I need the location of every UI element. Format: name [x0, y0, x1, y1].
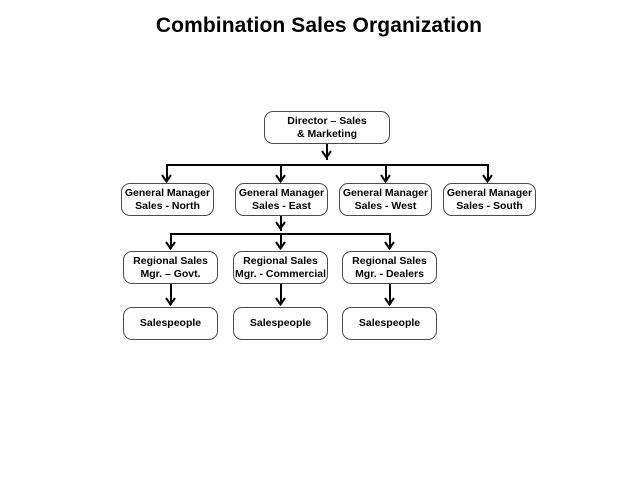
connector-director-stem: [326, 144, 328, 160]
connector-bus-gm: [166, 164, 489, 166]
arrowhead-rsm-dealers: [384, 241, 395, 250]
node-gm-north[interactable]: General Manager Sales - North: [121, 183, 214, 216]
connector-govt-to-salespeople: [170, 284, 172, 303]
node-gm-north-line1: General Manager: [124, 186, 211, 199]
connector-dealers-to-salespeople: [389, 284, 391, 303]
node-gm-south-line2: Sales - South: [456, 199, 523, 212]
node-rsm-commercial-line1: Regional Sales: [243, 254, 318, 267]
node-gm-east-line1: General Manager: [238, 186, 325, 199]
connector-gm-east-stem: [280, 216, 282, 231]
node-salespeople-govt[interactable]: Salespeople: [123, 307, 218, 340]
arrowhead-gm-south: [482, 174, 493, 183]
arrowhead-director-to-bus: [321, 150, 332, 159]
node-gm-west-line2: Sales - West: [354, 199, 417, 212]
node-salespeople-dealers[interactable]: Salespeople: [342, 307, 437, 340]
node-salespeople-commercial-line1: Salespeople: [249, 317, 312, 329]
node-director-line2: & Marketing: [296, 127, 358, 140]
node-salespeople-dealers-line1: Salespeople: [358, 317, 421, 329]
node-director-line1: Director – Sales: [287, 114, 367, 127]
node-gm-south[interactable]: General Manager Sales - South: [443, 183, 536, 216]
connector-drop-rsm-govt: [170, 233, 172, 247]
node-rsm-govt[interactable]: Regional Sales Mgr. – Govt.: [123, 251, 218, 284]
node-salespeople-govt-line1: Salespeople: [139, 317, 202, 329]
arrowhead-gm-north: [161, 174, 172, 183]
connector-drop-gm-east: [280, 164, 282, 180]
arrowhead-salespeople-govt: [165, 297, 176, 306]
arrowhead-gm-west: [380, 174, 391, 183]
connector-drop-gm-south: [487, 164, 489, 180]
connector-drop-rsm-commercial: [280, 233, 282, 247]
arrowhead-salespeople-dealers: [384, 297, 395, 306]
node-rsm-dealers-line1: Regional Sales: [352, 254, 427, 267]
node-director[interactable]: Director – Sales & Marketing: [264, 111, 390, 144]
arrowhead-salespeople-commercial: [275, 297, 286, 306]
node-rsm-commercial-line2: Mgr. - Commercial: [234, 267, 327, 280]
connector-commercial-to-salespeople: [280, 284, 282, 303]
node-gm-west-line1: General Manager: [342, 186, 429, 199]
arrowhead-east-to-bus: [275, 221, 286, 230]
node-gm-east-line2: Sales - East: [252, 199, 311, 212]
arrowhead-gm-east: [275, 174, 286, 183]
node-gm-south-line1: General Manager: [446, 186, 533, 199]
node-gm-north-line2: Sales - North: [135, 199, 200, 212]
arrowhead-rsm-govt: [165, 241, 176, 250]
connector-drop-gm-west: [385, 164, 387, 180]
node-rsm-govt-line1: Regional Sales: [133, 254, 208, 267]
connector-drop-gm-north: [166, 164, 168, 180]
arrowhead-rsm-commercial: [275, 241, 286, 250]
node-gm-east[interactable]: General Manager Sales - East: [235, 183, 328, 216]
node-rsm-commercial[interactable]: Regional Sales Mgr. - Commercial: [233, 251, 328, 284]
node-rsm-govt-line2: Mgr. – Govt.: [140, 267, 201, 280]
node-gm-west[interactable]: General Manager Sales - West: [339, 183, 432, 216]
page-title: Combination Sales Organization: [155, 14, 483, 37]
node-rsm-dealers[interactable]: Regional Sales Mgr. - Dealers: [342, 251, 437, 284]
connector-drop-rsm-dealers: [389, 233, 391, 247]
node-rsm-dealers-line2: Mgr. - Dealers: [355, 267, 424, 280]
node-salespeople-commercial[interactable]: Salespeople: [233, 307, 328, 340]
